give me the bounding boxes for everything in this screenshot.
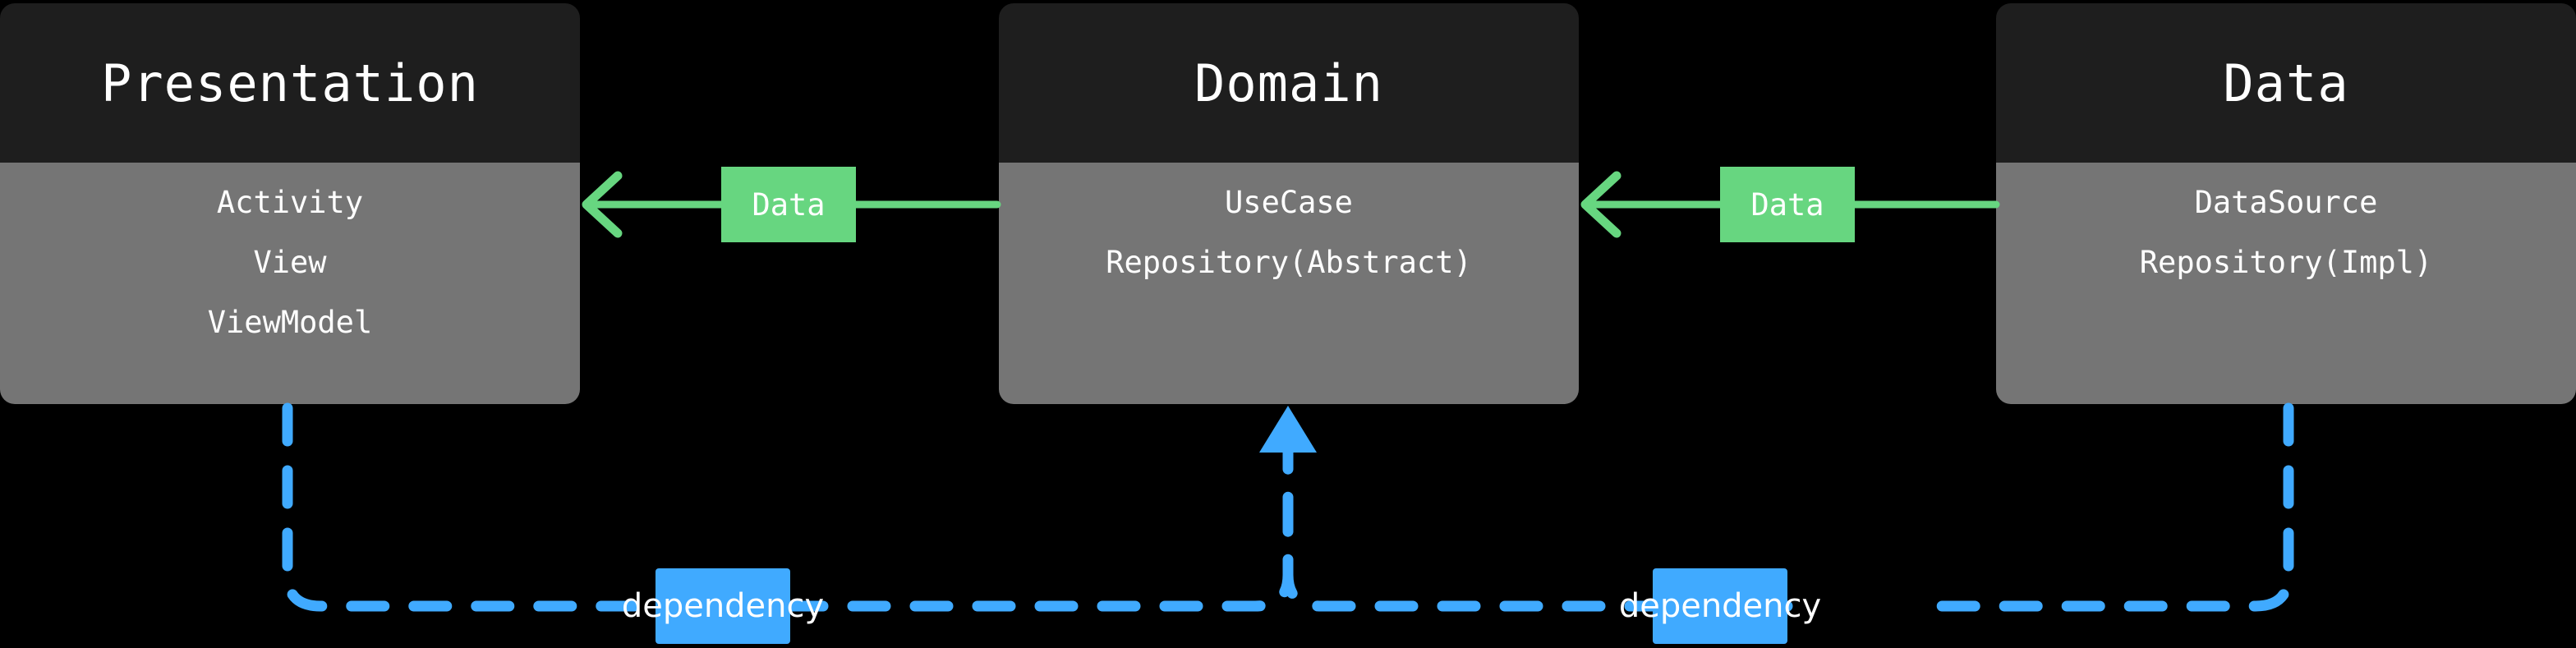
edge-label-dependency-right[interactable]: dependency — [1619, 568, 1821, 644]
dependency-arrowhead-up — [1259, 406, 1317, 466]
layer-card-domain-header: Domain — [999, 3, 1579, 163]
edge-label-dependency-left-text: dependency — [621, 587, 825, 625]
layer-card-presentation-header: Presentation — [0, 3, 580, 163]
layer-card-presentation[interactable]: Presentation Activity View ViewModel — [0, 3, 580, 404]
layer-item: UseCase — [1225, 185, 1353, 220]
layer-card-data-title: Data — [2223, 53, 2349, 113]
layer-item: Activity — [216, 185, 364, 220]
layer-item: Repository(Impl) — [2139, 245, 2433, 280]
layer-card-data[interactable]: Data DataSource Repository(Impl) — [1996, 3, 2576, 404]
edge-label-data-left[interactable]: Data — [721, 167, 856, 242]
layer-card-presentation-title: Presentation — [101, 53, 479, 113]
dependency-path-data-to-domain — [1282, 402, 2294, 612]
edge-label-data-left-text: Data — [752, 186, 826, 223]
layer-item: DataSource — [2194, 185, 2378, 220]
layer-card-presentation-body: Activity View ViewModel — [0, 163, 580, 404]
layer-card-domain-title: Domain — [1194, 53, 1383, 113]
edge-label-data-right[interactable]: Data — [1720, 167, 1855, 242]
layer-card-domain-body: UseCase Repository(Abstract) — [999, 163, 1579, 404]
layer-item: View — [253, 245, 327, 280]
layer-card-data-header: Data — [1996, 3, 2576, 163]
edge-label-dependency-left[interactable]: dependency — [622, 568, 824, 644]
edge-label-dependency-right-text: dependency — [1618, 587, 1822, 625]
layer-item: Repository(Abstract) — [1106, 245, 1472, 280]
layer-card-data-body: DataSource Repository(Impl) — [1996, 163, 2576, 404]
layer-item: ViewModel — [207, 305, 373, 340]
edge-label-data-right-text: Data — [1750, 186, 1824, 223]
layer-card-domain[interactable]: Domain UseCase Repository(Abstract) — [999, 3, 1579, 404]
